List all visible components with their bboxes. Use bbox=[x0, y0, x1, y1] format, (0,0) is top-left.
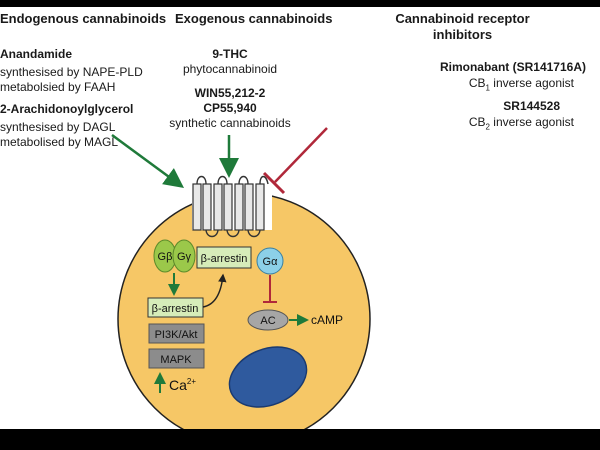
synthetic-type: synthetic cannabinoids bbox=[169, 116, 291, 130]
beta-arrestin-receptor-label: β-arrestin bbox=[201, 253, 248, 265]
rimonabant-desc: CB1 inverse agonist bbox=[468, 76, 574, 93]
anandamide-label: Anandamide bbox=[0, 47, 73, 61]
2ag-synthesis: synthesised by DAGL bbox=[0, 120, 116, 134]
beta-arrestin-receptor-box bbox=[196, 246, 252, 269]
thc-type: phytocannabinoid bbox=[182, 62, 278, 76]
sr144528-desc: CB2 inverse agonist bbox=[468, 115, 574, 132]
inhibitor-line bbox=[274, 127, 328, 183]
sr144528-label: SR144528 bbox=[503, 99, 560, 113]
figure-canvas: Endogenous cannabinoids Exogenous cannab… bbox=[0, 7, 600, 429]
win-label: WIN55,212-2 bbox=[194, 86, 266, 100]
inhibitor-bar bbox=[262, 171, 286, 195]
g-gamma-subunit bbox=[172, 239, 196, 273]
rimonabant-label: Rimonabant (SR141716A) bbox=[439, 60, 586, 74]
anandamide-synthesis: synthesised by NAPE-PLD bbox=[0, 65, 143, 79]
beta-arrestin-lower-box bbox=[147, 297, 204, 318]
exogenous-header: Exogenous cannabinoids bbox=[175, 11, 333, 26]
arrestin-curved-arrow bbox=[202, 273, 227, 308]
g-beta-label: Gβ bbox=[158, 251, 173, 263]
cb-receptor bbox=[192, 175, 272, 238]
mapk-box bbox=[148, 348, 205, 369]
inhibitors-header-line1: Cannabinoid receptor bbox=[395, 11, 530, 26]
anandamide-metabolism: metabolsied by FAAH bbox=[0, 80, 116, 94]
g-gamma-label: Gγ bbox=[177, 251, 192, 263]
camp-label: cAMP bbox=[311, 313, 343, 327]
endogenous-activation-arrow bbox=[111, 133, 185, 188]
calcium-label: Ca2+ bbox=[169, 377, 196, 393]
cell-diagram: Gβ Gγ β-arrestin Gα β-arrestin PI3K/Akt … bbox=[111, 127, 371, 429]
2ag-label: 2-Arachidonoylglycerol bbox=[0, 102, 134, 116]
adenylyl-cyclase bbox=[247, 309, 289, 331]
cp-label: CP55,940 bbox=[203, 101, 257, 115]
2ag-metabolism: metabolised by MAGL bbox=[0, 135, 119, 149]
g-alpha-label: Gα bbox=[263, 256, 279, 268]
thc-label: 9-THC bbox=[212, 47, 248, 61]
beta-arrestin-lower-label: β-arrestin bbox=[152, 303, 199, 315]
pi3k-akt-label: PI3K/Akt bbox=[155, 329, 198, 341]
endogenous-header: Endogenous cannabinoids bbox=[0, 11, 167, 26]
ac-label: AC bbox=[260, 315, 275, 327]
nucleus bbox=[228, 346, 308, 408]
pi3k-akt-box bbox=[148, 323, 205, 344]
g-alpha-subunit bbox=[256, 247, 284, 275]
inhibitors-header-line2: inhibitors bbox=[432, 27, 493, 42]
mapk-label: MAPK bbox=[160, 354, 192, 366]
